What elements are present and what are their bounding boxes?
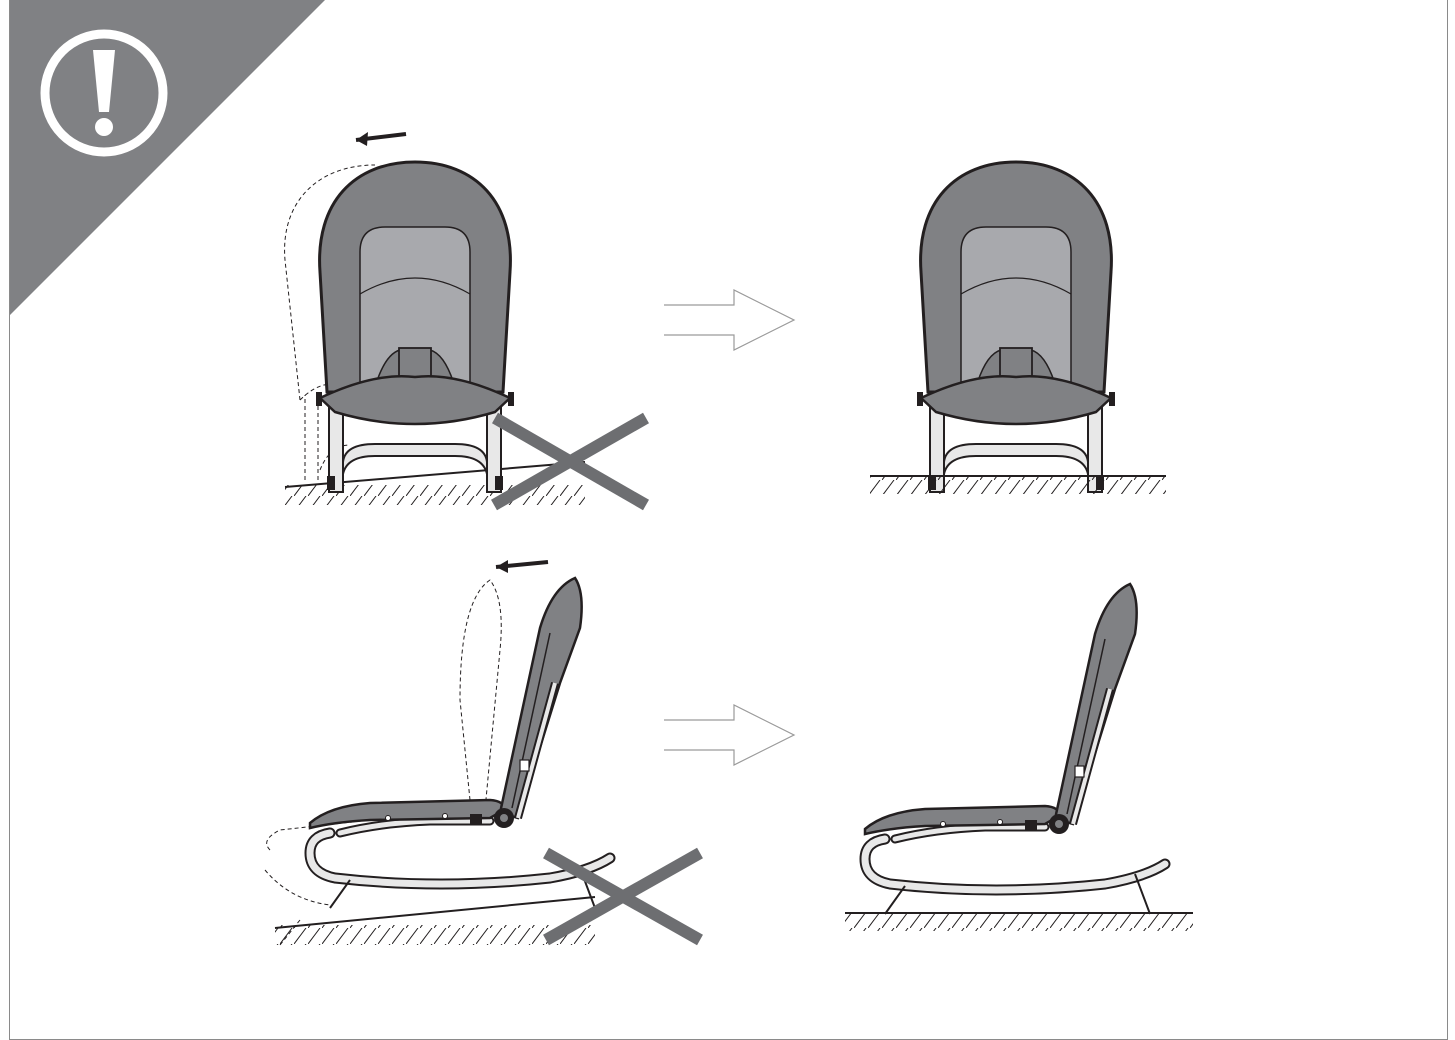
ground-hatching: [870, 476, 1166, 494]
warning-badge: [10, 0, 325, 315]
seat-side-level: [865, 584, 1165, 914]
outline-arrow-right-icon: [664, 705, 794, 765]
panel-front-incorrect: [285, 132, 646, 505]
seat-front-tilted: [316, 162, 514, 492]
panel-side-correct: [845, 584, 1193, 931]
cross-icon: [546, 853, 700, 940]
sloped-ground-line: [275, 897, 595, 928]
ground-hatching: [845, 913, 1193, 931]
ghost-seat-outline: [265, 580, 501, 945]
panel-side-incorrect: [265, 560, 700, 945]
panel-front-correct: [870, 162, 1166, 494]
outline-arrow-right-icon: [664, 290, 794, 350]
seat-front-level: [917, 162, 1115, 492]
